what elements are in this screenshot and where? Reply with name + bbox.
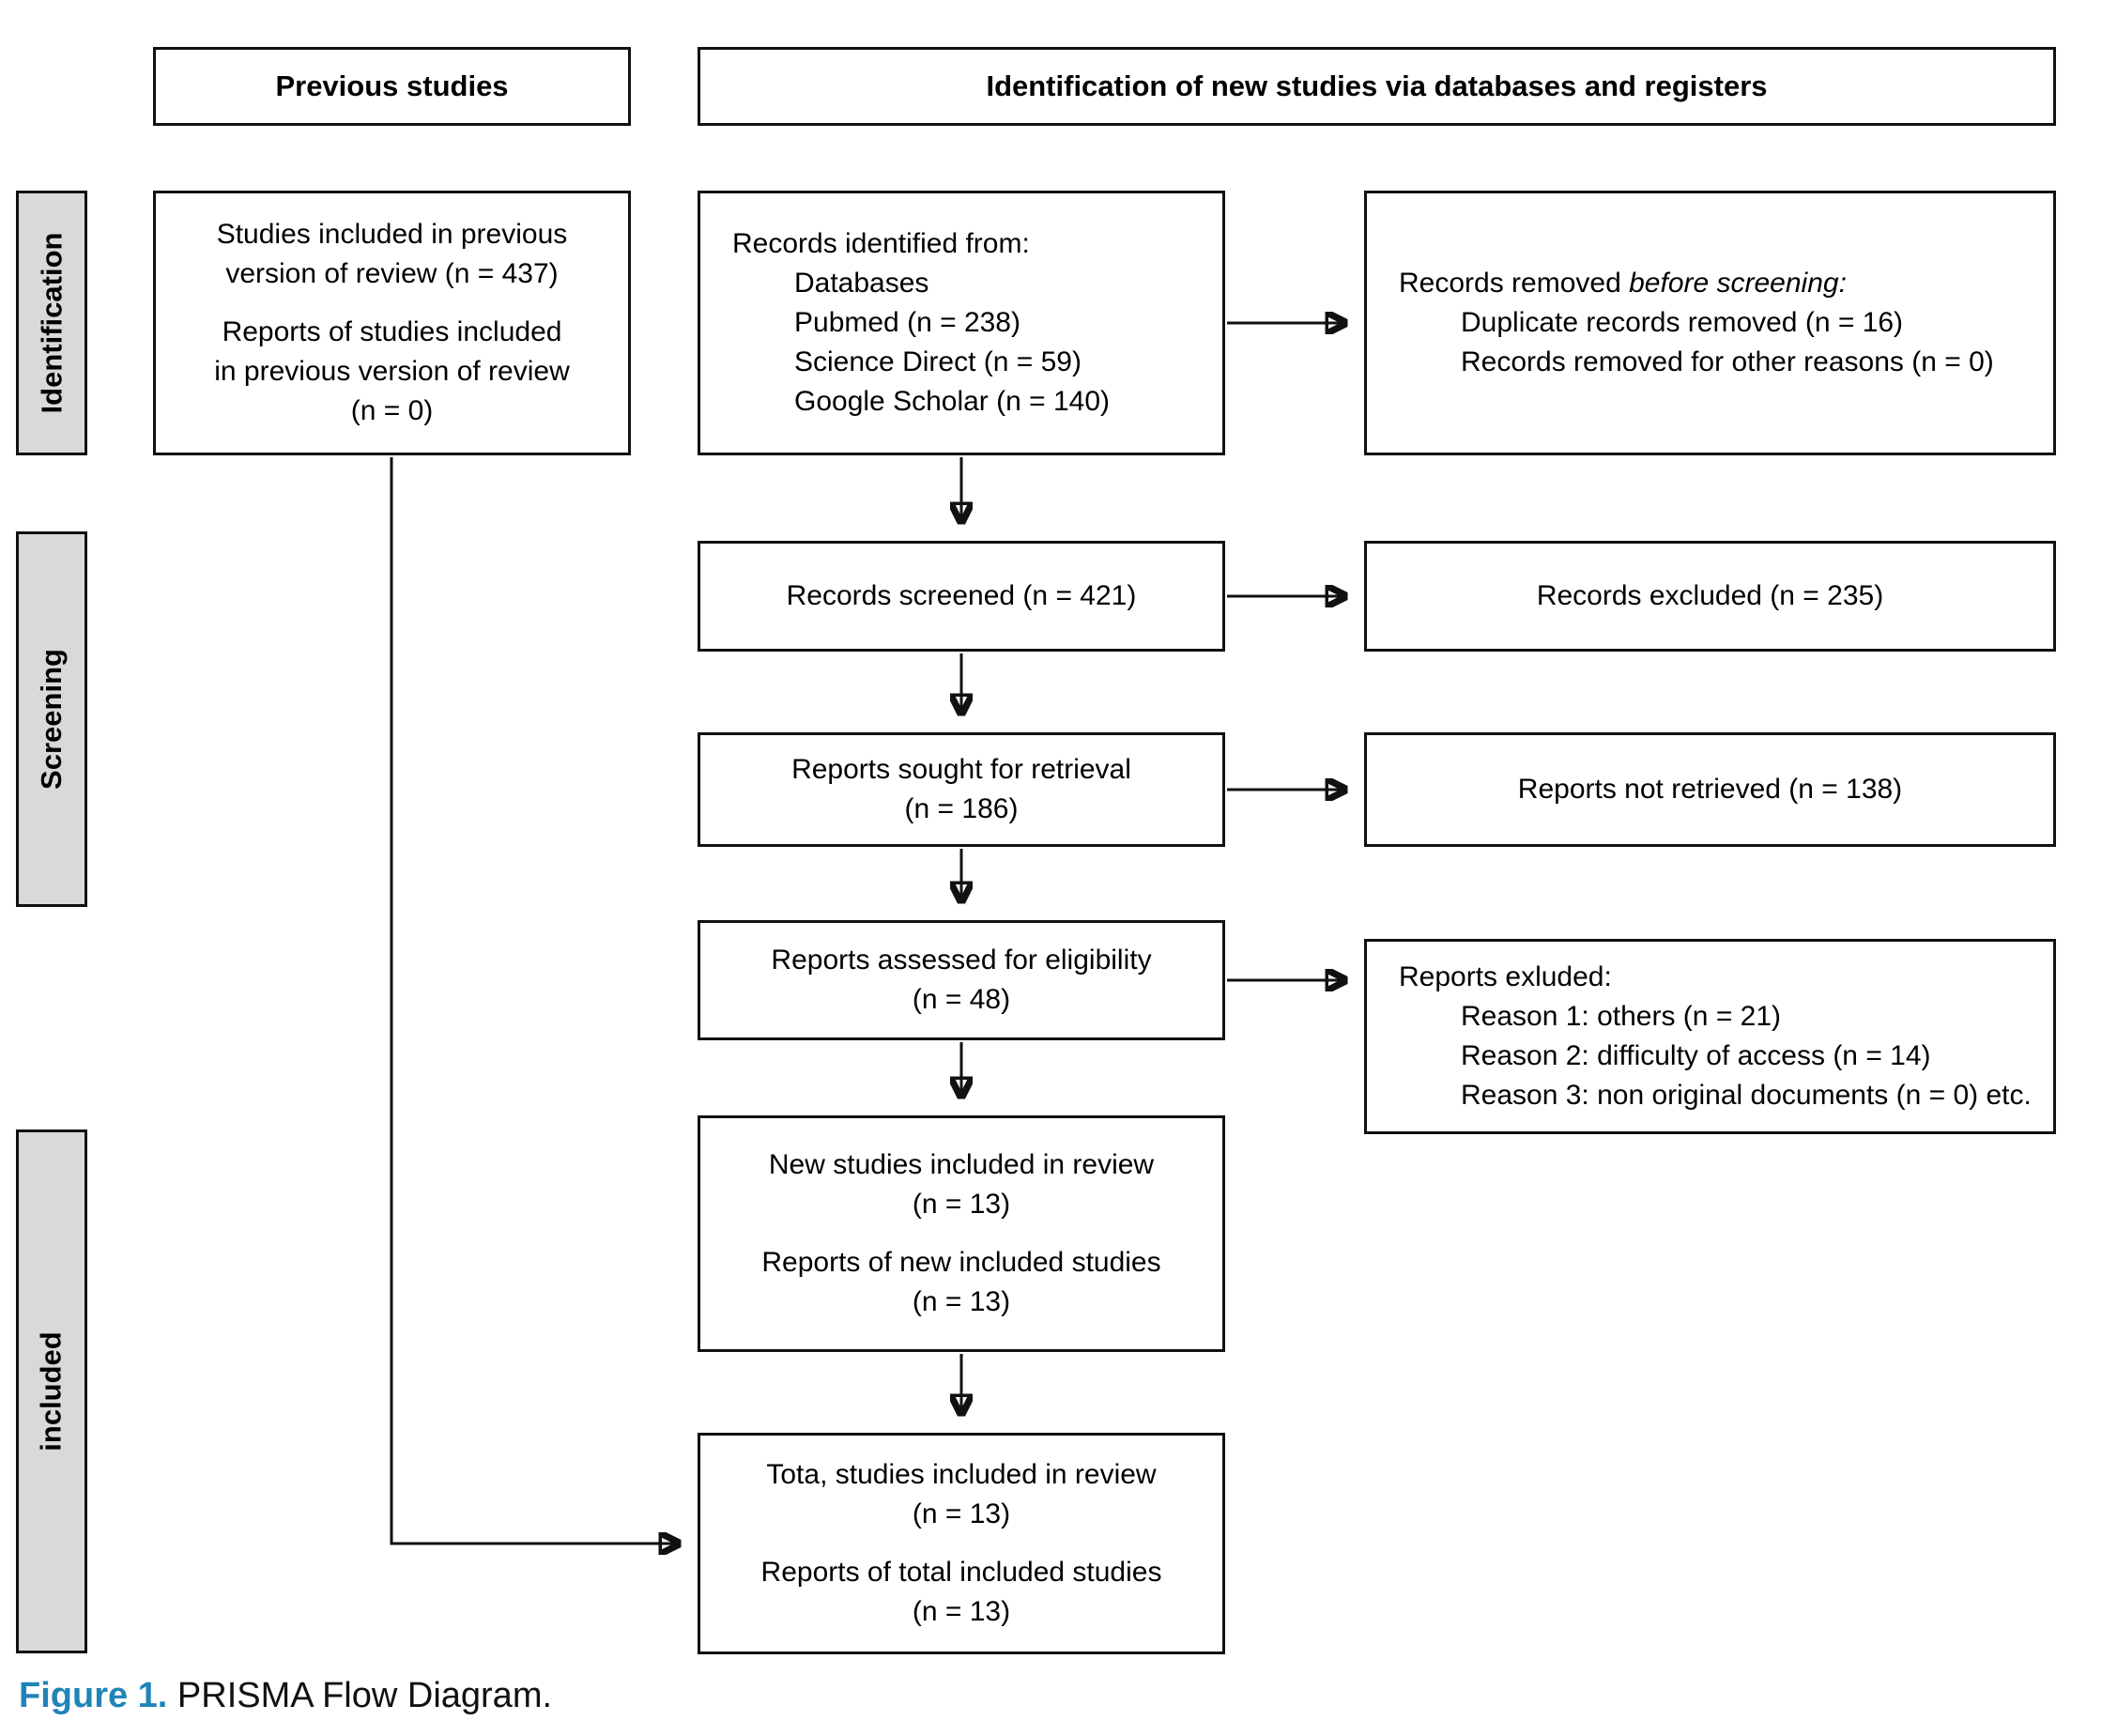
stage-bar-identification: Identification	[16, 191, 87, 455]
arrow-previous-to-total-studies	[390, 457, 679, 1544]
stage-label-identification: Identification	[35, 232, 69, 414]
text-line: Reports assessed for eligibility	[771, 945, 1152, 976]
text-line: Reports sought for retrieval	[791, 754, 1131, 785]
text-line: Science Direct (n = 59)	[794, 346, 1082, 377]
box-records-identified: Records identified from: Databases Pubme…	[698, 191, 1225, 455]
figure-caption-text: PRISMA Flow Diagram.	[167, 1676, 553, 1715]
text-line: Reports of studies included	[222, 316, 562, 347]
stage-bar-included: included	[16, 1129, 87, 1653]
text-line: Records removed for other reasons (n = 0…	[1461, 346, 1994, 377]
text-line: Pubmed (n = 238)	[794, 307, 1020, 338]
text-line: Studies included in previous	[216, 219, 568, 250]
records-removed-title-italic: before screening:	[1629, 268, 1847, 299]
stage-label-included: included	[35, 1331, 69, 1452]
box-reports-not-retrieved: Reports not retrieved (n = 138)	[1364, 732, 2056, 847]
figure-caption: Figure 1. PRISMA Flow Diagram.	[19, 1674, 552, 1717]
text-line: (n = 13)	[912, 1498, 1011, 1529]
text-line: Duplicate records removed (n = 16)	[1461, 307, 1904, 338]
text-line: Records screened (n = 421)	[786, 580, 1137, 611]
text-line: (n = 13)	[912, 1286, 1011, 1317]
box-records-screened: Records screened (n = 421)	[698, 541, 1225, 652]
records-removed-title: Records removed	[1399, 268, 1630, 299]
header-identification-of-new-studies: Identification of new studies via databa…	[698, 47, 2056, 126]
header-identification-label: Identification of new studies via databa…	[986, 69, 1768, 102]
stage-bar-screening: Screening	[16, 531, 87, 907]
text-line: Reason 2: difficulty of access (n = 14)	[1461, 1040, 1931, 1071]
text-line: (n = 13)	[912, 1596, 1011, 1627]
text-line: Reports of total included studies	[760, 1557, 1162, 1588]
text-line: Reason 3: non original documents (n = 0)…	[1461, 1080, 2032, 1111]
text-line: Tota, studies included in review	[766, 1459, 1157, 1490]
header-previous-studies-label: Previous studies	[275, 69, 509, 102]
text-line: in previous version of review	[214, 356, 570, 387]
box-records-excluded: Records excluded (n = 235)	[1364, 541, 2056, 652]
text-line: Reports of new included studies	[761, 1247, 1161, 1278]
box-previous-included-studies: Studies included in previous version of …	[153, 191, 631, 455]
text-line: Reports not retrieved (n = 138)	[1517, 774, 1903, 805]
text-line: (n = 48)	[912, 984, 1011, 1015]
header-previous-studies: Previous studies	[153, 47, 631, 126]
stage-label-screening: Screening	[35, 649, 69, 790]
figure-caption-label: Figure 1.	[19, 1676, 168, 1715]
text-line: version of review (n = 437)	[225, 258, 559, 289]
text-line: Records excluded (n = 235)	[1536, 580, 1884, 611]
text-line: (n = 186)	[904, 793, 1019, 824]
text-line: (n = 0)	[350, 395, 434, 426]
text-line: Records identified from:	[732, 228, 1030, 259]
box-reports-assessed: Reports assessed for eligibility (n = 48…	[698, 920, 1225, 1040]
text-line: New studies included in review	[768, 1149, 1155, 1180]
text-line: Reports exluded:	[1399, 961, 1612, 992]
box-reports-excluded: Reports exluded: Reason 1: others (n = 2…	[1364, 939, 2056, 1134]
text-line: Reason 1: others (n = 21)	[1461, 1001, 1782, 1032]
box-total-studies-included: Tota, studies included in review (n = 13…	[698, 1433, 1225, 1654]
box-reports-sought: Reports sought for retrieval (n = 186)	[698, 732, 1225, 847]
text-line: (n = 13)	[912, 1189, 1011, 1220]
box-records-removed-before-screening: Records removed before screening: Duplic…	[1364, 191, 2056, 455]
text-line: Databases	[794, 268, 929, 299]
text-line: Google Scholar (n = 140)	[794, 386, 1111, 417]
box-new-studies-included: New studies included in review (n = 13) …	[698, 1115, 1225, 1352]
text-line: Records removed before screening:	[1399, 264, 1847, 303]
